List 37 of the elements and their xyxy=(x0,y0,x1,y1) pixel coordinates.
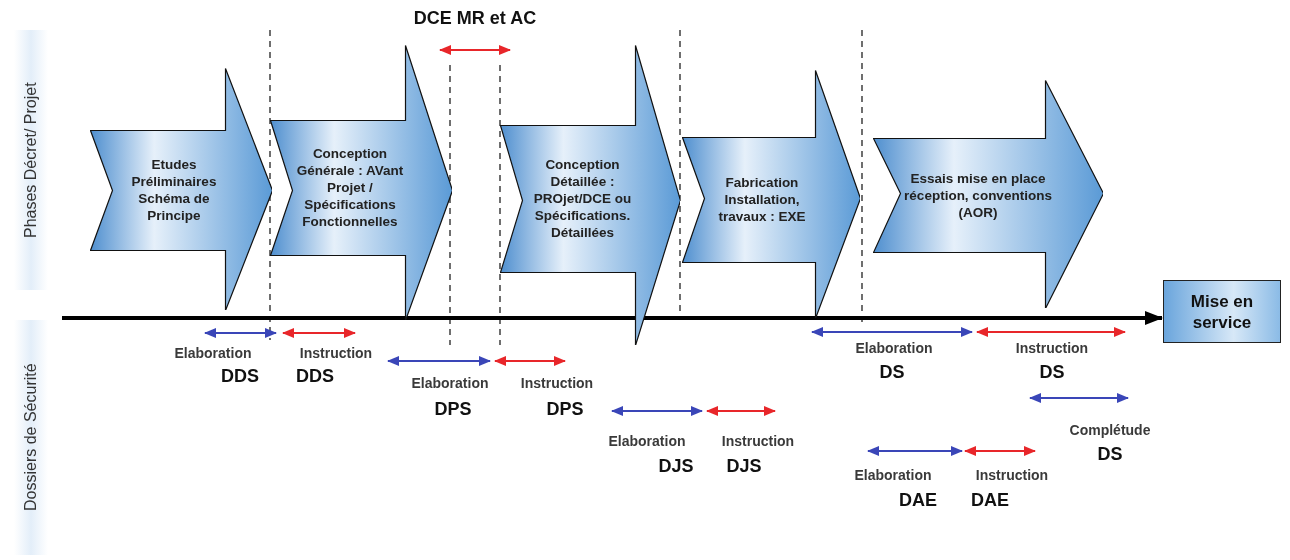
phase-text: Conception Générale : AVant Projet / Spécifications Fonctionnelles xyxy=(295,145,405,230)
activity-label: Instruction xyxy=(975,467,1049,483)
activity-label: Instruction xyxy=(520,375,594,391)
timeline-arrow xyxy=(62,311,1163,325)
phase-shape xyxy=(500,45,680,345)
phase-shape xyxy=(873,80,1103,308)
activity-label: Elaboration xyxy=(854,467,932,483)
phase-text: Conception Détaillée : PROjet/DCE ou Spécifications. Détaillées xyxy=(532,156,633,241)
activity-label: Elaboration xyxy=(855,340,933,356)
dossier-code: DDS xyxy=(221,365,259,387)
span-label: DCE MR et AC xyxy=(413,7,537,29)
dossier-code: DPS xyxy=(546,398,584,420)
activity-label: Complétude xyxy=(1069,422,1151,438)
dossier-code: DPS xyxy=(434,398,472,420)
phase-shape xyxy=(270,45,452,320)
phase-text: Fabrication Installation, travaux : EXE xyxy=(717,174,807,225)
activity-label: Elaboration xyxy=(411,375,489,391)
phase-text: Etudes Préliminaires Schéma de Principe xyxy=(130,156,218,224)
row-title: Phases Décret/ Projet xyxy=(14,30,48,290)
dossier-code: DS xyxy=(1039,361,1065,383)
dossier-code: DS xyxy=(879,361,905,383)
activity-label: Elaboration xyxy=(174,345,252,361)
activity-label: Instruction xyxy=(1015,340,1089,356)
phase-shape xyxy=(682,70,860,318)
phase-shape xyxy=(90,68,272,310)
activity-label: Elaboration xyxy=(608,433,686,449)
dossier-code: DAE xyxy=(899,489,937,511)
row-title: Dossiers de Sécurité xyxy=(14,320,48,555)
milestone-box: Mise en service xyxy=(1163,280,1281,343)
dossier-code: DJS xyxy=(658,455,694,477)
dossier-code: DAE xyxy=(971,489,1009,511)
activity-label: Instruction xyxy=(721,433,795,449)
dossier-code: DDS xyxy=(296,365,334,387)
dossier-code: DS xyxy=(1097,443,1123,465)
dossier-code: DJS xyxy=(726,455,762,477)
activity-label: Instruction xyxy=(299,345,373,361)
phase-text: Essais mise en place réception, conventions (AOR) xyxy=(903,169,1053,221)
